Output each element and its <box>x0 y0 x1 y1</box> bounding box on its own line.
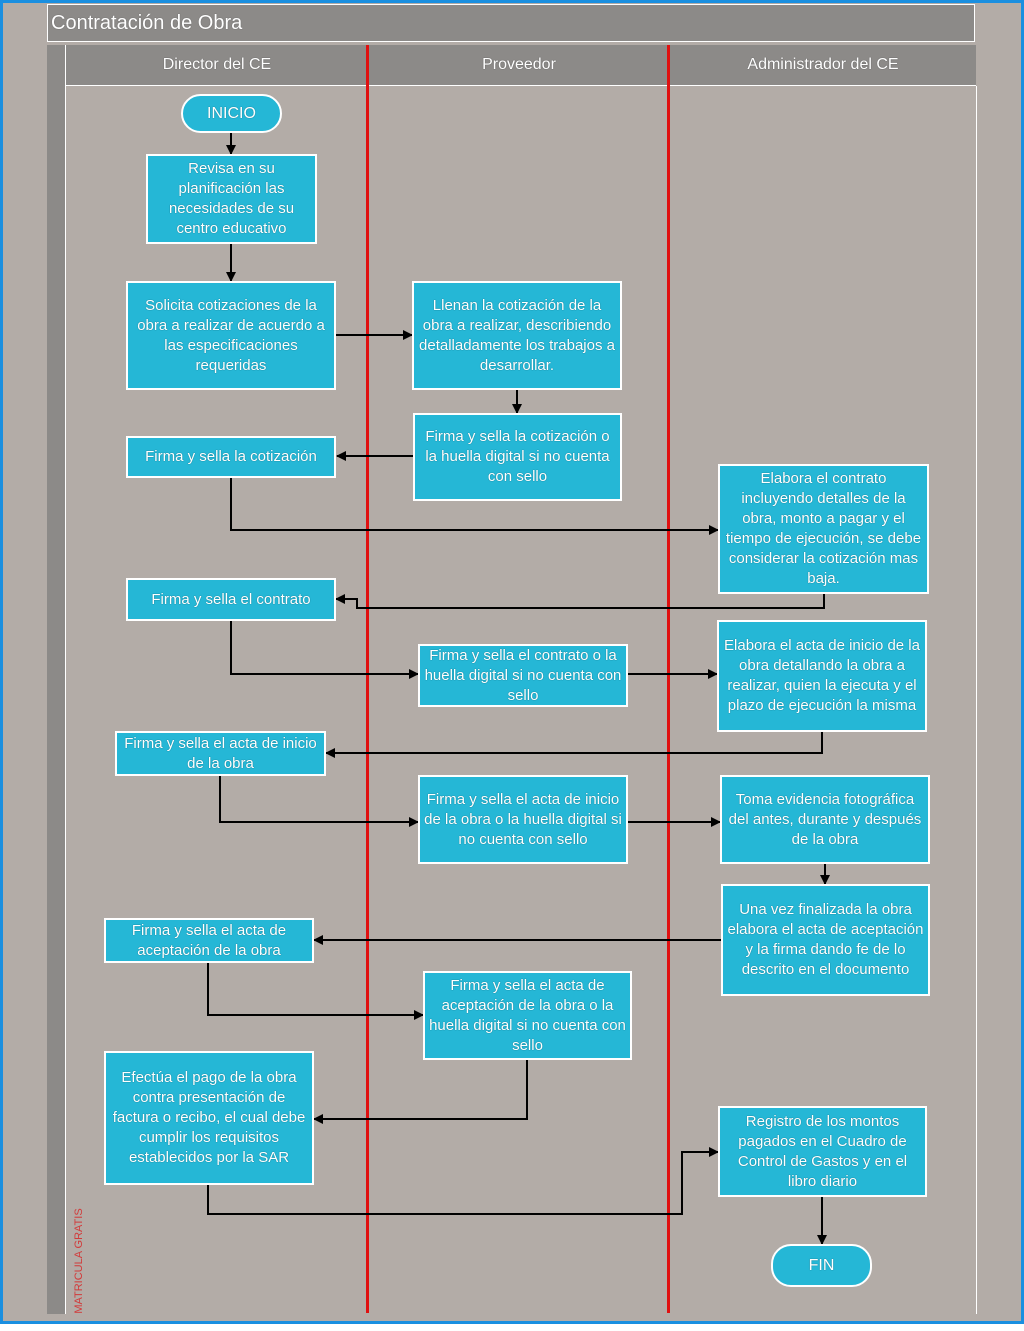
step-solicita-cotizaciones: Solicita cotizaciones de la obra a reali… <box>126 281 336 390</box>
step-proveedor-firma-contrato: Firma y sella el contrato o la huella di… <box>418 644 628 707</box>
step-director-firma-acta-inicio: Firma y sella el acta de inicio de la ob… <box>115 731 326 776</box>
step-elabora-contrato: Elabora el contrato incluyendo detalles … <box>718 464 929 594</box>
step-llenan-cotizacion: Llenan la cotización de la obra a realiz… <box>412 281 622 390</box>
step-registro-montos: Registro de los montos pagados en el Cua… <box>718 1106 927 1197</box>
arrow-d7-to-a5 <box>207 1147 719 1215</box>
lane-title-administrador: Administrador del CE <box>747 56 899 73</box>
swimlane-area <box>66 86 977 1314</box>
end-terminal: FIN <box>771 1244 872 1287</box>
arrow-p5-to-d7 <box>313 1059 528 1124</box>
arrow-d6-to-p5 <box>207 962 424 1020</box>
lane-header: Director del CE Proveedor Administrador … <box>66 45 976 86</box>
step-elabora-acta-aceptacion: Una vez finalizada la obra elabora el ac… <box>721 884 930 996</box>
lane-divider-1 <box>366 45 369 1313</box>
arrow-a1-to-d4 <box>335 593 825 609</box>
step-director-firma-contrato: Firma y sella el contrato <box>126 578 336 621</box>
step-proveedor-firma-acta-aceptacion: Firma y sella el acta de aceptación de l… <box>423 971 632 1060</box>
lane-title-director: Director del CE <box>162 56 272 73</box>
arrow-d3-to-a1 <box>230 477 719 535</box>
step-director-firma-cotizacion: Firma y sella la cotización <box>126 436 336 478</box>
diagram-title: Contratación de Obra <box>47 4 975 42</box>
lane-divider-2 <box>667 45 670 1313</box>
step-proveedor-firma-acta-inicio: Firma y sella el acta de inicio de la ob… <box>418 775 628 864</box>
arrow-d5-to-p4 <box>219 775 419 827</box>
step-revisa-planificacion: Revisa en su planificación las necesidad… <box>146 154 317 244</box>
step-proveedor-firma-cotizacion: Firma y sella la cotización o la huella … <box>413 413 622 501</box>
step-evidencia-fotografica: Toma evidencia fotográfica del antes, du… <box>720 775 930 864</box>
step-efectua-pago: Efectúa el pago de la obra contra presen… <box>104 1051 314 1185</box>
step-elabora-acta-inicio: Elabora el acta de inicio de la obra det… <box>717 620 927 732</box>
side-strip: MATRICULA GRATIS <box>47 45 85 1314</box>
lane-title-proveedor: Proveedor <box>482 56 556 73</box>
arrow-a2-to-d5 <box>325 731 823 758</box>
arrow-d4-to-p3 <box>230 620 419 679</box>
start-terminal: INICIO <box>181 94 282 133</box>
step-director-firma-acta-aceptacion: Firma y sella el acta de aceptación de l… <box>104 918 314 963</box>
